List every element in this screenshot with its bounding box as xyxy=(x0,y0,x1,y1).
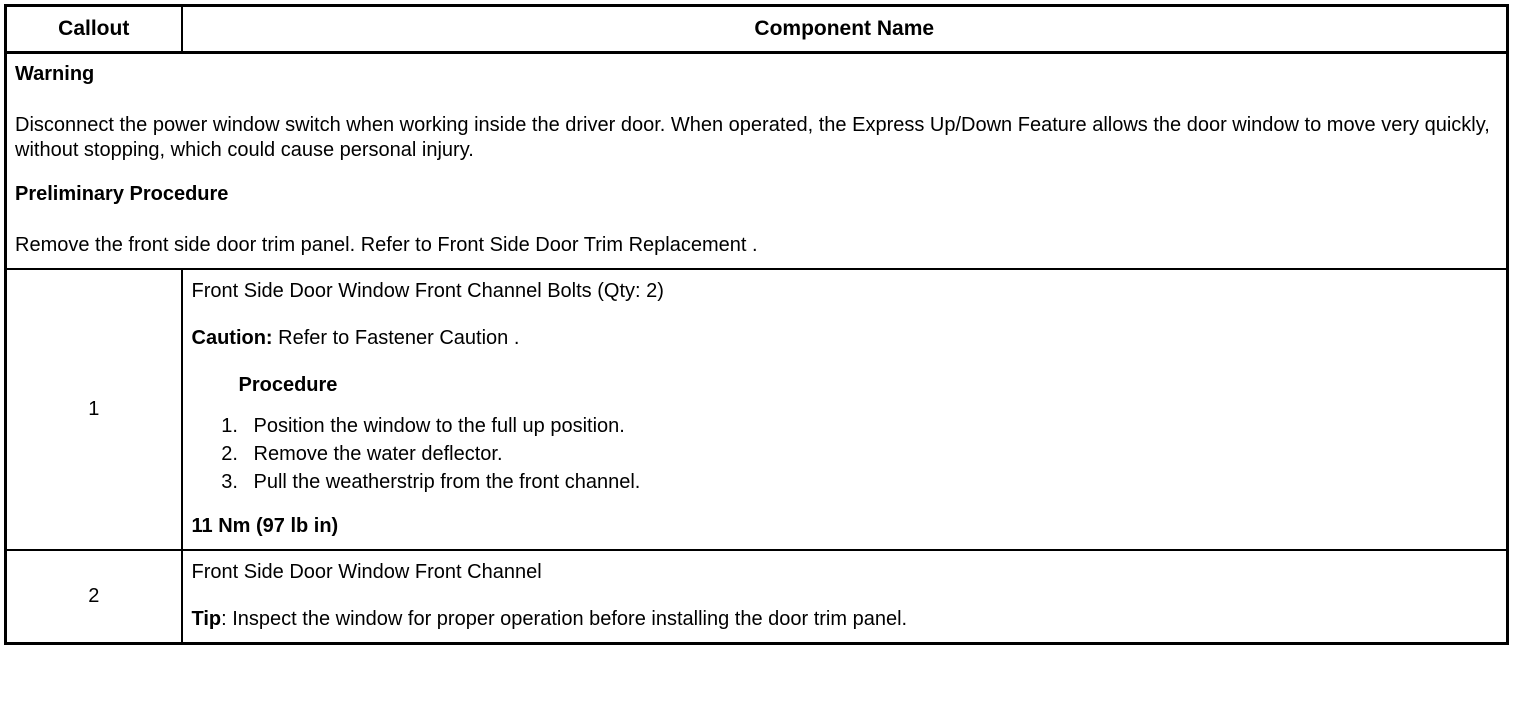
spacer xyxy=(15,164,1496,182)
procedure-heading-1: Procedure xyxy=(238,373,338,396)
caution-text: Refer to Fastener Caution . xyxy=(278,326,520,349)
torque-specification-1: 11 Nm (97 lb in) xyxy=(191,514,339,537)
spacer xyxy=(192,585,1497,607)
tip-label: Tip xyxy=(191,607,222,630)
component-detail-2: Front Side Door Window Front Channel Tip… xyxy=(180,548,1509,645)
caution-label: Caution: xyxy=(191,326,273,349)
callout-number-1: 1 xyxy=(4,267,183,551)
procedure-step-list-1: Position the window to the full up posit… xyxy=(192,412,1497,496)
tip-note-2: Tip: Inspect the window for proper opera… xyxy=(192,607,1497,632)
table-header-row: Callout Component Name xyxy=(4,4,1509,54)
callout-number-2: 2 xyxy=(4,548,183,645)
spacer xyxy=(192,351,1497,373)
column-header-component-name: Component Name xyxy=(180,4,1509,54)
spacer xyxy=(192,496,1497,514)
notice-cell: Warning Disconnect the power window swit… xyxy=(4,51,1509,270)
spacer xyxy=(192,304,1497,326)
spacer xyxy=(15,211,1496,233)
caution-note-1: Caution: Refer to Fastener Caution . xyxy=(192,326,1497,351)
procedure-step: Pull the weatherstrip from the front cha… xyxy=(244,468,1497,496)
service-procedure-table: Callout Component Name Warning Disconnec… xyxy=(4,4,1509,645)
preliminary-procedure-text: Remove the front side door trim panel. R… xyxy=(15,233,758,256)
tip-text: : Inspect the window for proper operatio… xyxy=(221,607,908,630)
warning-heading: Warning xyxy=(15,63,95,85)
table-row: 2 Front Side Door Window Front Channel T… xyxy=(4,548,1509,645)
spacer xyxy=(192,398,1497,412)
column-header-callout: Callout xyxy=(4,4,183,54)
procedure-step: Position the window to the full up posit… xyxy=(244,412,1497,440)
component-name-2: Front Side Door Window Front Channel xyxy=(191,560,542,583)
table-header: Callout Component Name xyxy=(4,4,1509,54)
preliminary-procedure-heading: Preliminary Procedure xyxy=(15,182,229,205)
warning-text: Disconnect the power window switch when … xyxy=(15,114,1490,162)
spacer xyxy=(15,91,1496,113)
table-body: Warning Disconnect the power window swit… xyxy=(4,51,1509,645)
component-detail-1: Front Side Door Window Front Channel Bol… xyxy=(180,267,1509,551)
table-row: 1 Front Side Door Window Front Channel B… xyxy=(4,267,1509,551)
procedure-step: Remove the water deflector. xyxy=(244,440,1497,468)
component-name-1: Front Side Door Window Front Channel Bol… xyxy=(191,279,664,302)
notice-row: Warning Disconnect the power window swit… xyxy=(4,51,1509,270)
